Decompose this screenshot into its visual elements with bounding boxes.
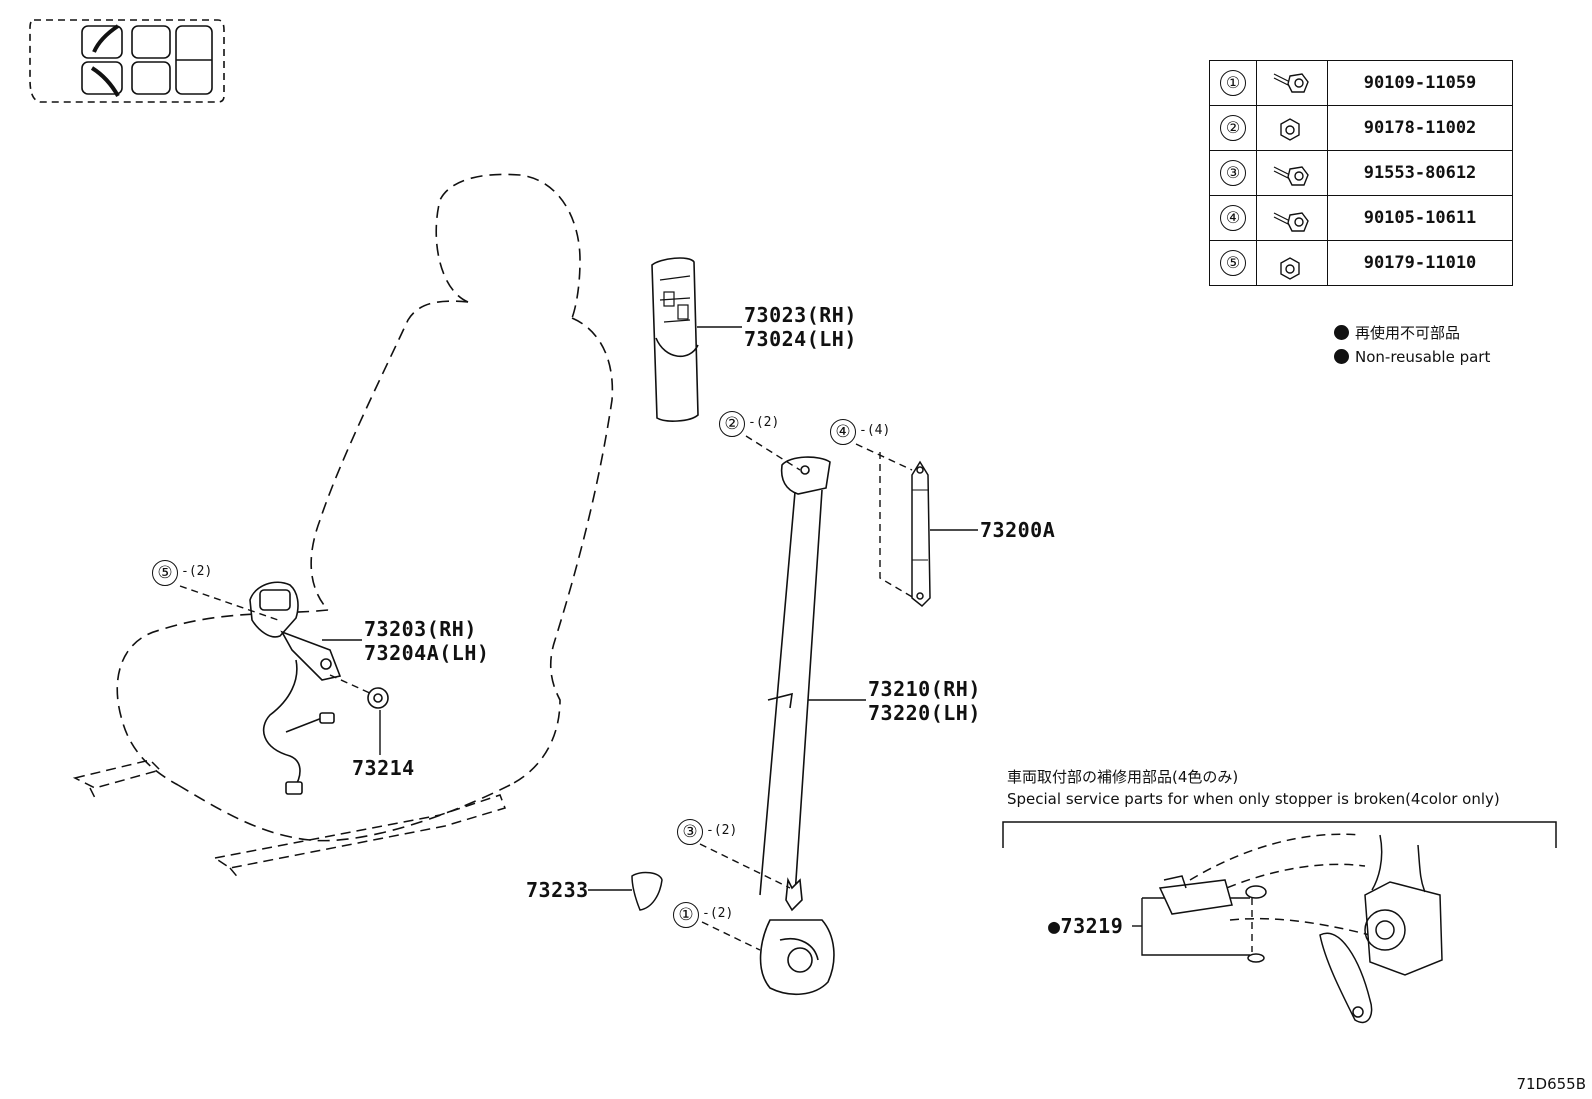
callout-73220: 73220(LH): [868, 701, 981, 725]
callout-73023: 73023(RH): [744, 303, 857, 327]
callout-73204A: 73204A(LH): [364, 641, 490, 665]
non-reusable-dot-icon: [1334, 325, 1349, 340]
flange-bolt-icon-cell: [1256, 60, 1328, 106]
service-detail-drawing: [1158, 833, 1443, 1024]
belt-cover-73233: [631, 871, 663, 911]
callout-73210: 73210(RH): [868, 677, 981, 701]
dashed-guides: [179, 435, 1253, 952]
fastener-callout-5: ⑤: [152, 560, 178, 586]
table-row: ③ 91553-80612: [1209, 150, 1513, 196]
diagram-code: 71D655B: [1516, 1075, 1586, 1093]
table-row: ④ 90105-10611: [1209, 195, 1513, 241]
fastener-callout-2: ②: [719, 411, 745, 437]
fastener-ref: ③: [1220, 160, 1246, 186]
seat-rails: [72, 759, 506, 881]
buckle-washer: [367, 687, 389, 709]
table-row: ① 90109-11059: [1209, 60, 1513, 106]
seat-belt-assembly: [759, 456, 835, 996]
fastener-ref: ④: [1220, 205, 1246, 231]
seat-belt-buckle: [249, 581, 342, 795]
legend-non-reusable-en: Non-reusable part: [1334, 348, 1490, 366]
fastener-ref: ①: [1220, 70, 1246, 96]
fastener-ref: ②: [1220, 115, 1246, 141]
table-row: ② 90178-11002: [1209, 105, 1513, 151]
callout-73200A: 73200A: [980, 518, 1056, 542]
fastener-part-number: 90109-11059: [1327, 60, 1513, 106]
legend-non-reusable-ja: 再使用不可部品: [1334, 322, 1460, 343]
shoulder-adjuster: [911, 460, 931, 608]
callout-73233: 73233: [526, 878, 589, 902]
fastener-qty-3: -(2): [706, 823, 738, 838]
pillar-cover: [651, 257, 699, 422]
callout-73203: 73203(RH): [364, 617, 477, 641]
service-bracket: [1002, 821, 1557, 848]
fastener-callout-1: ①: [673, 902, 699, 928]
service-parts-title-ja: 車両取付部の補修用部品(4色のみ): [1007, 768, 1239, 786]
seat-outline: [116, 173, 614, 842]
table-row: ⑤ 90179-11010: [1209, 240, 1513, 286]
callout-73214: 73214: [352, 756, 415, 780]
locator-inset: [29, 19, 225, 103]
fastener-callout-3: ③: [677, 819, 703, 845]
flange-bolt-icon-cell: [1256, 195, 1328, 241]
fastener-qty-4: -(4): [859, 423, 891, 438]
fastener-part-number: 90179-11010: [1327, 240, 1513, 286]
fastener-callout-4: ④: [830, 419, 856, 445]
flange-bolt-icon-cell: [1256, 150, 1328, 196]
callout-73219: ●73219: [1048, 914, 1124, 938]
fastener-table: ① 90109-11059 ② 90178-11002 ③ 91553-8061…: [1209, 60, 1513, 286]
fastener-part-number: 91553-80612: [1327, 150, 1513, 196]
fastener-ref: ⑤: [1220, 250, 1246, 276]
fastener-part-number: 90105-10611: [1327, 195, 1513, 241]
callout-73024: 73024(LH): [744, 327, 857, 351]
service-parts-title-en: Special service parts for when only stop…: [1007, 790, 1500, 808]
fastener-qty-5: -(2): [181, 564, 213, 579]
fastener-part-number: 90178-11002: [1327, 105, 1513, 151]
hex-nut-icon-cell: [1256, 240, 1328, 286]
fastener-qty-1: -(2): [702, 906, 734, 921]
hex-nut-icon-cell: [1256, 105, 1328, 151]
non-reusable-dot-icon: [1334, 349, 1349, 364]
fastener-qty-2: -(2): [748, 415, 780, 430]
